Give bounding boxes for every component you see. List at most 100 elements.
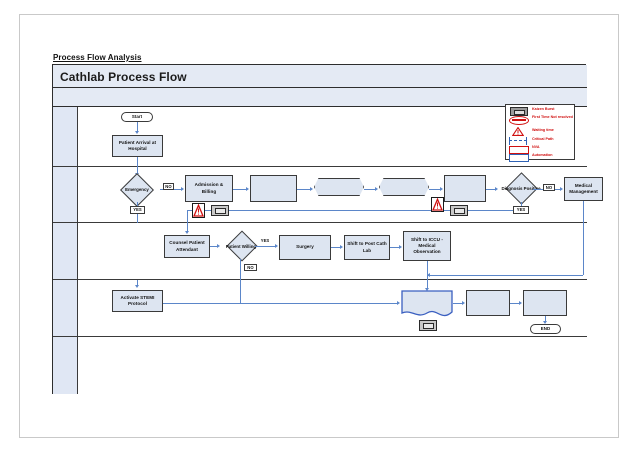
diagram-header-band: Cathlab Process Flow — [53, 65, 587, 88]
node-step-empty-2[interactable] — [444, 175, 486, 202]
node-activate-stemi[interactable]: Activate STEMI Protocol — [112, 290, 163, 312]
waiting-time-icon-2 — [431, 197, 444, 212]
kaizen-inner-3 — [422, 322, 434, 329]
connector-postcath-to-iccu — [390, 247, 400, 248]
legend-label-first-time: First Time Not resolved — [532, 114, 573, 119]
kaizen-burst-icon — [508, 106, 530, 116]
arrow-hex1-to-hex2 — [375, 186, 378, 191]
node-medical-management[interactable]: Medical Management — [564, 177, 603, 201]
connector-empty3-to-empty4 — [510, 303, 520, 304]
emergency-label: Emergency — [125, 187, 149, 193]
diagnosis-label: Diagnosis Positive — [501, 186, 541, 192]
legend-item-nva: NVA — [508, 144, 574, 154]
connector-willing-no-down — [240, 266, 241, 280]
legend-item-kaizen-burst: Kaizen Burst — [508, 106, 574, 116]
node-counsel-patient[interactable]: Counsel Patient Attendant — [164, 235, 210, 258]
arrow-empty3-to-empty4 — [519, 300, 522, 305]
lane-5 — [53, 337, 587, 394]
label-emergency-no: NO — [163, 183, 174, 190]
connector-admission-to-empty1 — [233, 189, 247, 190]
connector-willing-yes-2 — [267, 246, 276, 247]
legend-label-nva: NVA — [532, 144, 540, 149]
critical-path-glyph — [509, 137, 527, 145]
document-label — [401, 290, 453, 317]
connector-emergency-yes-v — [137, 202, 138, 207]
connector-start-to-arrival — [137, 122, 138, 132]
lane-5-header — [53, 337, 78, 394]
legend-label-waiting-time: Waiting time — [532, 127, 554, 132]
nva-icon — [508, 144, 530, 154]
kaizen-inner-1 — [214, 207, 226, 214]
lane-4: Activate STEMI Protocol — [53, 280, 587, 337]
lane-1: Start Patient Arrival at Hospital — [53, 107, 587, 169]
connector-surgery-to-postcath — [331, 247, 341, 248]
node-patient-arrival[interactable]: Patient Arrival at Hospital — [112, 135, 163, 157]
connector-diagnosis-no-2 — [555, 189, 561, 190]
connector-willing-no-join — [240, 280, 241, 303]
arrow-surgery-to-postcath — [340, 244, 343, 249]
arrow-willing-yes — [275, 243, 278, 248]
nva-glyph — [509, 145, 529, 154]
first-time-not-resolved-icon — [508, 115, 530, 125]
waiting-time-glyph — [512, 127, 524, 136]
connector-diagnosis-yes-v — [521, 202, 522, 207]
connector-willing-yes — [255, 246, 267, 247]
arrow-diagnosis-no — [560, 186, 563, 191]
connector-document-to-empty3 — [453, 303, 463, 304]
connector-medical-mgmt-return — [427, 275, 583, 276]
kaizen-burst-icon-3 — [419, 320, 437, 331]
automation-icon — [508, 152, 530, 162]
node-shift-post-cath[interactable]: Shift to Post Cath Lab — [344, 235, 390, 260]
arrow-document-to-empty3 — [462, 300, 465, 305]
arrow-into-counsel — [184, 231, 189, 234]
connector-empty4-to-end — [545, 316, 546, 322]
node-surgery[interactable]: Surgery — [279, 235, 331, 260]
kaizen-burst-icon-2 — [450, 205, 468, 216]
connector-diagnosis-no — [533, 189, 543, 190]
lane-2-body: Emergency NO YES Admission & Billing — [78, 167, 603, 223]
node-admission-billing[interactable]: Admission & Billing — [185, 175, 233, 202]
legend-item-critical-path: Critical Path — [508, 136, 574, 145]
arrow-empty2-to-diagnosis — [495, 186, 498, 191]
node-hexagon-2[interactable] — [379, 178, 429, 196]
connector-diagnosis-yes-return — [187, 210, 513, 211]
node-diagnosis-decision[interactable]: Diagnosis Positive — [498, 172, 544, 205]
node-step-empty-4[interactable] — [523, 290, 567, 316]
lane-4-header — [53, 280, 78, 336]
connector-into-emergency — [137, 167, 138, 174]
connector-iccu-to-document — [427, 280, 428, 289]
connector-iccu-down — [427, 261, 428, 280]
connector-empty2-to-diagnosis — [486, 189, 496, 190]
node-document-empty[interactable] — [401, 290, 453, 317]
arrow-stemi-to-document — [397, 300, 400, 305]
connector-into-counsel — [187, 223, 188, 232]
node-emergency-decision[interactable]: Emergency — [114, 173, 160, 207]
automation-glyph — [509, 153, 529, 162]
waiting-time-icon-1 — [192, 203, 205, 218]
label-willing-no: NO — [244, 264, 257, 271]
diagram-subheader-band — [53, 88, 587, 107]
connector-emergency-yes-down — [137, 214, 138, 223]
connector-hex2-to-empty2 — [429, 189, 441, 190]
node-patient-willing-decision[interactable]: Patient Willing — [220, 230, 262, 262]
node-step-empty-3[interactable] — [466, 290, 510, 316]
node-hexagon-1[interactable] — [314, 178, 364, 196]
kaizen-burst-icon-1 — [211, 205, 229, 216]
arrow-hex2-to-empty2 — [440, 186, 443, 191]
node-step-empty-1[interactable] — [250, 175, 297, 202]
willing-label: Patient Willing — [225, 243, 257, 249]
connector-yes-return-down — [187, 210, 188, 223]
lane-3-body: Counsel Patient Attendant Patient Willin… — [78, 223, 587, 280]
arrow-empty1-to-hex1 — [310, 186, 313, 191]
node-start[interactable]: Start — [121, 112, 153, 122]
connector-willing-no-v — [240, 259, 241, 266]
arrow-counsel-to-willing — [217, 243, 220, 248]
connector-emergency-no-2 — [174, 189, 182, 190]
node-end[interactable]: END — [530, 324, 561, 334]
node-shift-iccu[interactable]: Shift to ICCU - Medical Observation — [403, 231, 451, 261]
label-diagnosis-no: NO — [543, 184, 555, 191]
legend-box: Kaizen Burst First Time Not resolved Wai… — [505, 104, 575, 162]
label-emergency-yes: YES — [130, 206, 145, 214]
arrow-postcath-to-iccu — [399, 244, 402, 249]
